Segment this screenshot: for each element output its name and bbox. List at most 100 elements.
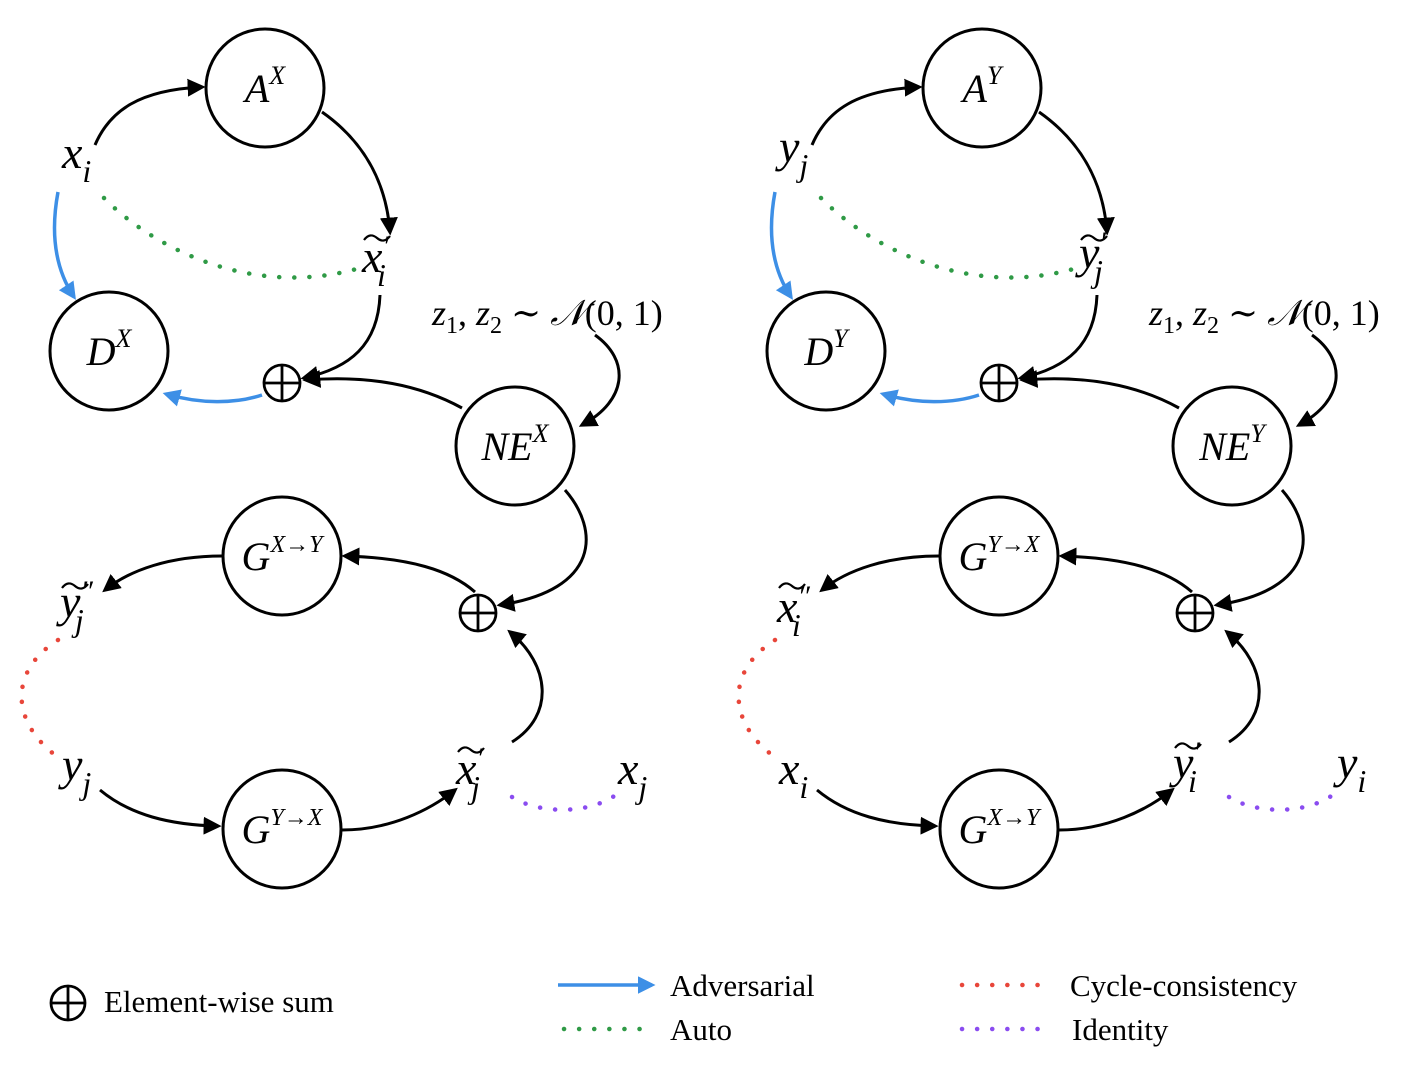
var-recon: y′j [1075,226,1108,289]
node-gen-top: GX→Y [221,495,343,617]
node-gen-bottom-sup: Y→X [270,805,323,831]
sum-node-lower [458,593,498,633]
var-cycle-out: y″j [56,575,93,638]
node-gen-bottom: GY→X [221,768,343,890]
svg-text:x′j: x′j [455,742,483,805]
edge-gen-top-to-cycle-out [819,554,940,593]
node-noise-encoder-base: NE [1198,424,1250,469]
node-gen-top-sup: X→Y [269,532,325,558]
node-autoencoder-base: A [242,66,270,111]
svg-text:AX: AX [242,61,286,111]
var-translated: y′i [1169,736,1202,799]
node-gen-bottom-base: G [242,807,271,852]
node-autoencoder: AY [921,27,1043,149]
edge-noise-encoder-to-sum [302,369,463,410]
svg-text:y′i: y′i [1169,736,1200,799]
node-noise-encoder: NEY [1171,385,1293,507]
var-recon: x′i [361,230,391,293]
svg-text:GX→Y: GX→Y [959,805,1043,852]
svg-text:x″i: x″i [776,580,810,643]
node-gen-bottom: GX→Y [938,768,1060,890]
loss-auto [818,195,1080,280]
edge-target-to-gen-bottom [99,788,222,835]
svg-text:AY: AY [960,61,1004,111]
edge-sum-lower-to-gen-top [341,547,476,594]
var-translated: x′j [455,742,485,805]
svg-text:NEY: NEY [1198,419,1267,469]
var-identity-ref: yi [1333,737,1366,799]
sum-node-lower [1175,593,1215,633]
sum-node-upper [979,363,1019,403]
noise-label: z1, z2 ∼ 𝒩(0, 1) [1148,293,1380,339]
loss-identity [1226,787,1342,812]
node-gen-top-base: G [959,534,988,579]
loss-auto [101,195,363,280]
edge-gen-top-to-cycle-out [102,554,223,593]
loss-identity [509,787,625,812]
node-discriminator: DY [765,290,887,412]
left-diagram: AX DX NEX GX→Y GY→X xi [19,27,663,890]
svg-text:x′i: x′i [361,230,389,293]
edge-noise-to-noise-encoder [1295,333,1338,427]
edge-adv-input-to-discriminator [52,191,76,300]
var-input: yj [775,121,808,183]
legend-auto-label: Auto [670,1012,732,1047]
noise-label: z1, z2 ∼ 𝒩(0, 1) [431,293,663,339]
legend-identity-label: Identity [1072,1012,1169,1047]
node-gen-top-base: G [242,534,271,579]
right-diagram: AY DY NEY GY→X GX→Y yj [736,27,1380,890]
node-noise-encoder-sup: X [532,419,550,448]
node-autoencoder-sup: X [268,61,286,90]
node-gen-bottom-sup: X→Y [986,805,1042,831]
node-gen-top: GY→X [938,495,1060,617]
edge-adv-sum-to-discriminator [879,389,980,407]
edge-translated-to-sum-lower [1224,629,1261,744]
svg-text:GX→Y: GX→Y [242,532,326,579]
edge-recon-to-sum [300,294,382,384]
var-cycle-out: x″i [776,580,810,643]
node-noise-encoder-sup: Y [1250,419,1267,448]
edge-noise-encoder-to-sum [1019,369,1180,410]
edge-adv-sum-to-discriminator [162,389,263,407]
node-noise-encoder: NEX [454,385,576,507]
svg-text:NEX: NEX [480,419,549,469]
edge-input-to-autoencoder [93,78,206,146]
edge-recon-to-sum [1017,294,1099,384]
sum-node-upper [262,363,302,403]
svg-text:y″j: y″j [56,575,93,638]
node-autoencoder-sup: Y [987,61,1004,90]
svg-text:GY→X: GY→X [242,805,324,852]
edge-autoencoder-to-recon [1038,110,1115,236]
var-input: xi [61,127,91,189]
edge-target-to-gen-bottom [816,788,939,835]
node-discriminator: DX [48,290,170,412]
edge-gen-bottom-to-translated [341,787,458,832]
edge-sum-lower-to-gen-top [1058,547,1193,594]
edge-noise-encoder-to-sum-lower [1213,489,1305,612]
node-discriminator-base: D [86,329,116,374]
node-noise-encoder-base: NE [480,424,532,469]
edge-adv-input-to-discriminator [769,191,793,300]
legend-adversarial-label: Adversarial [670,968,815,1003]
node-autoencoder: AX [204,27,326,149]
edge-gen-bottom-to-translated [1058,787,1175,832]
node-gen-top-sup: Y→X [987,532,1040,558]
legend-sum-icon [49,984,87,1022]
legend: Element-wise sum Adversarial Auto Cycle-… [49,968,1298,1047]
svg-text:y′j: y′j [1075,226,1106,289]
var-identity-ref: xj [617,743,647,805]
loss-cycle [736,637,778,758]
var-target: yj [58,739,91,801]
node-discriminator-sup: Y [833,324,850,353]
node-gen-bottom-base: G [959,807,988,852]
legend-cycle-label: Cycle-consistency [1070,968,1298,1003]
legend-sum-label: Element-wise sum [104,984,334,1019]
node-discriminator-base: D [803,329,833,374]
var-target: xi [778,743,808,805]
svg-text:GY→X: GY→X [959,532,1041,579]
edge-noise-encoder-to-sum-lower [496,489,588,612]
edge-noise-to-noise-encoder [578,333,621,427]
edge-autoencoder-to-recon [321,110,398,236]
